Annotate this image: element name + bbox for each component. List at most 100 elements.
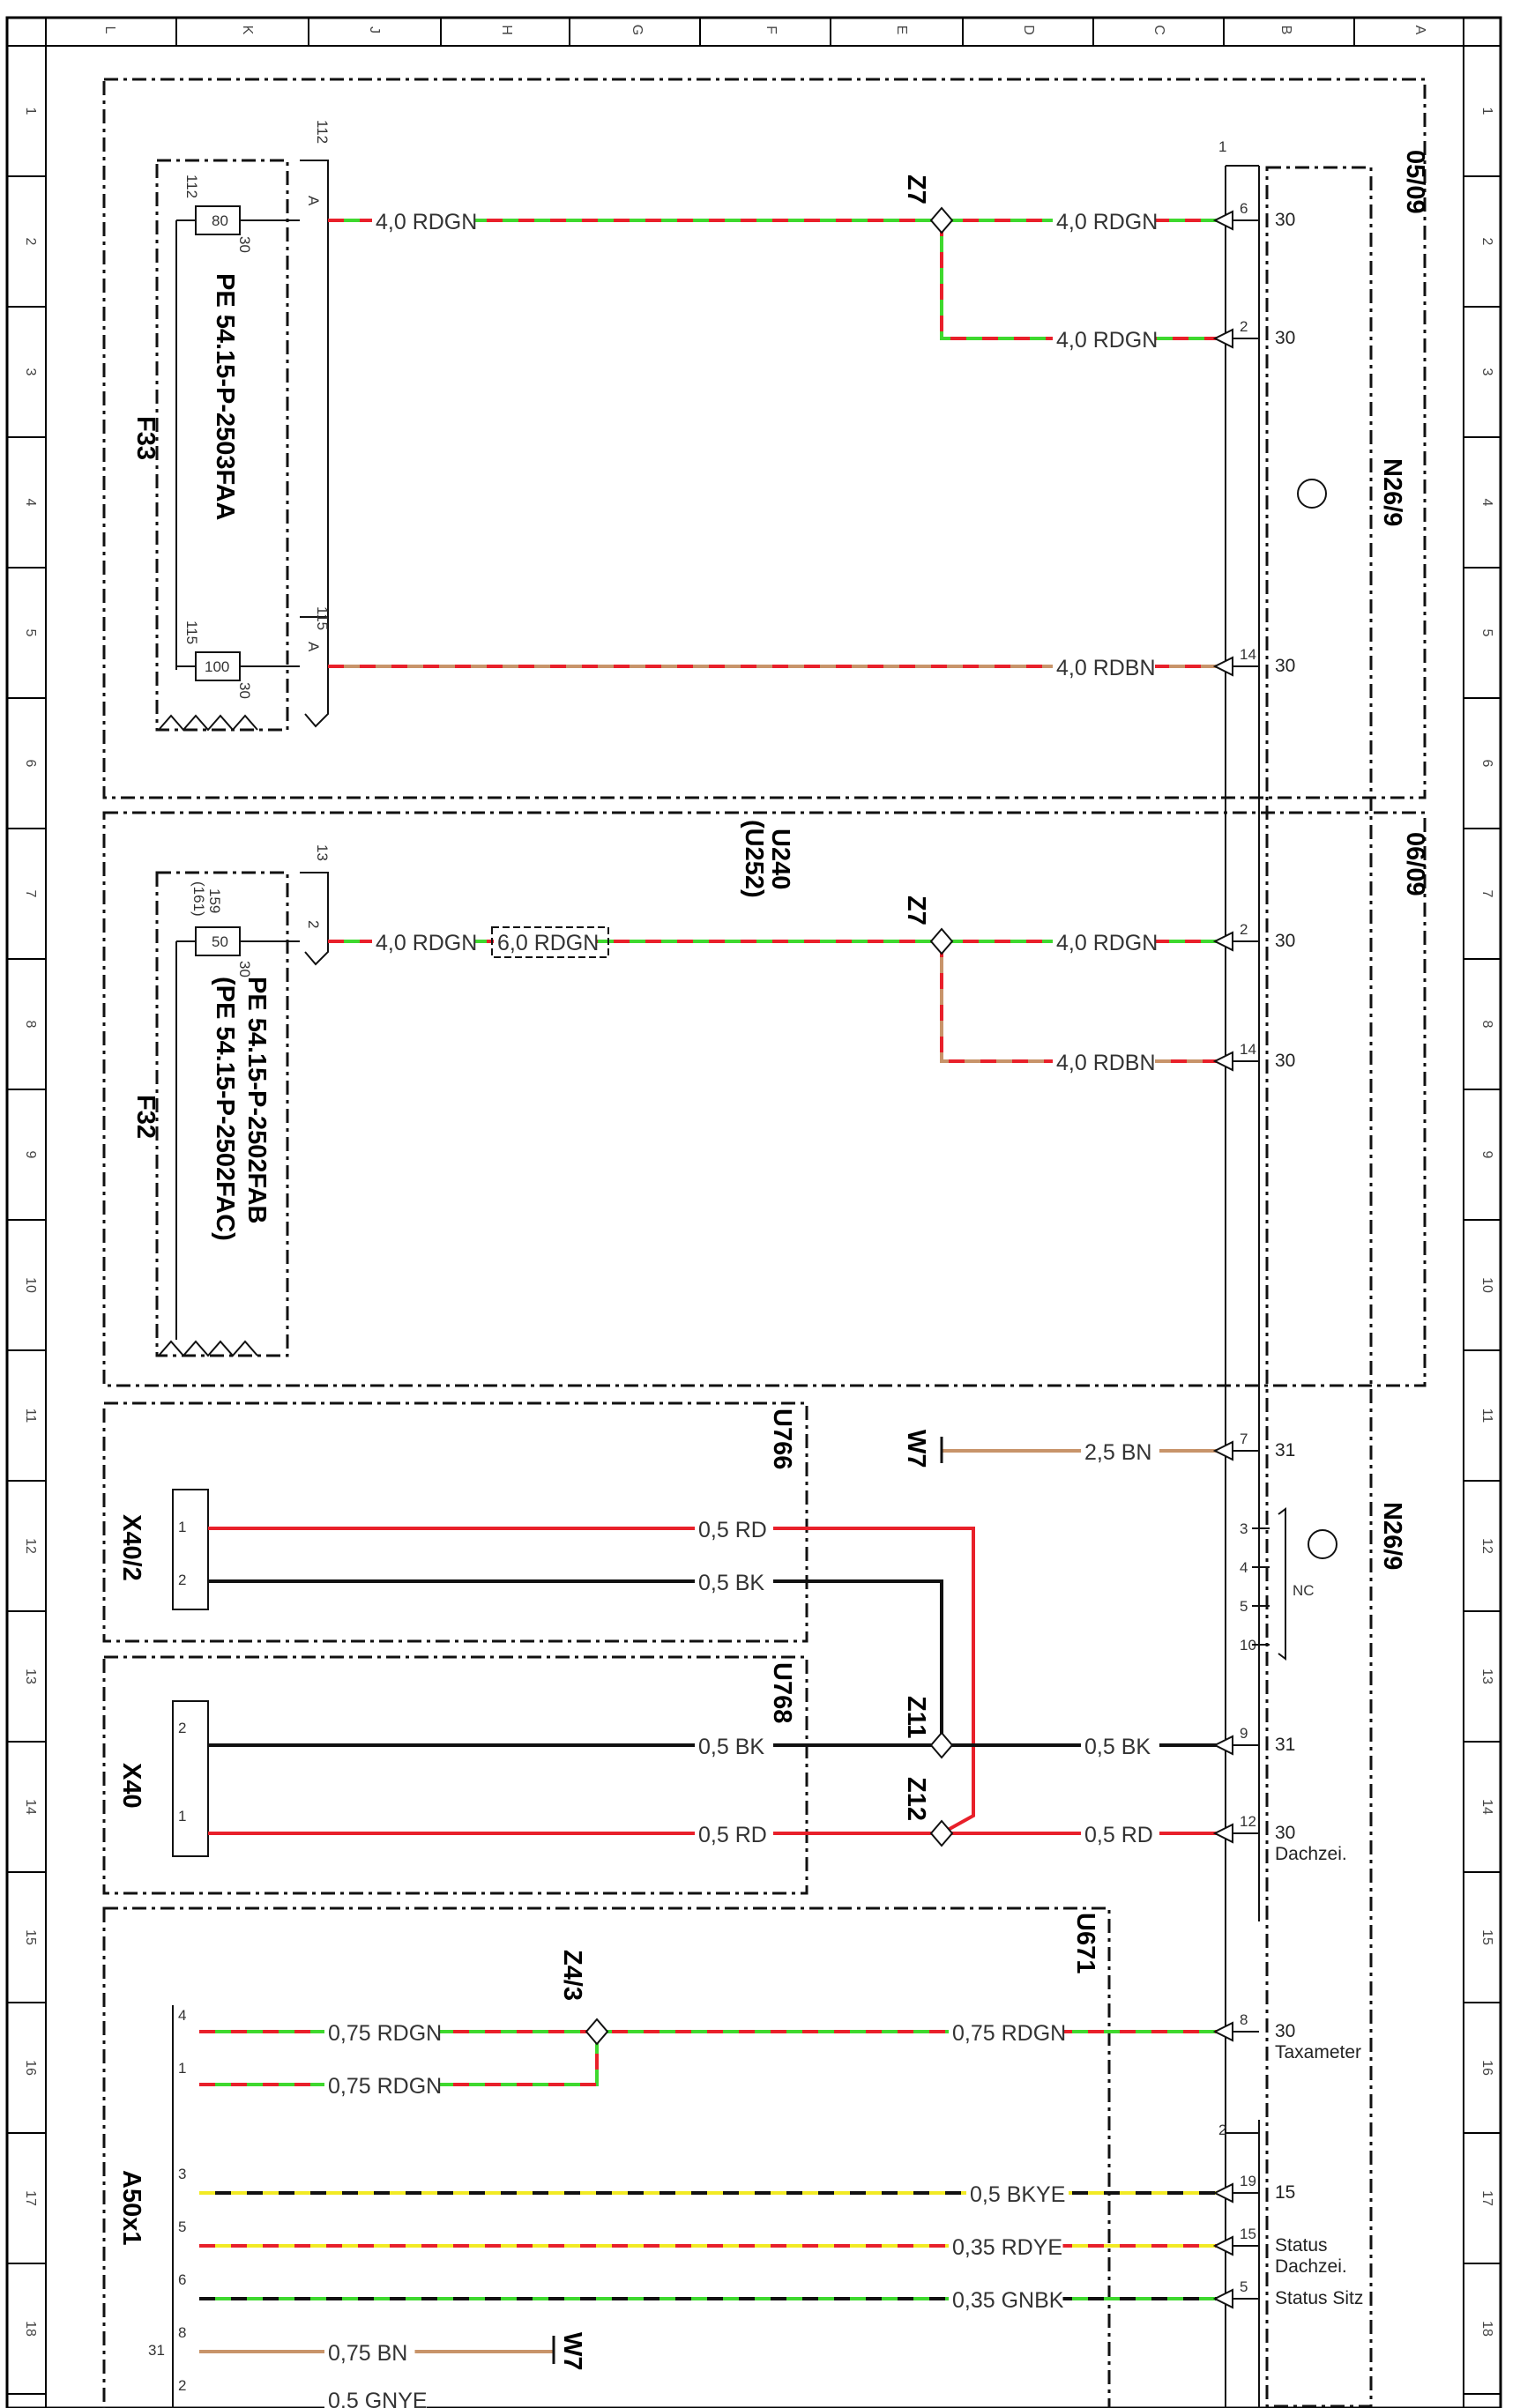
splice-z7b-label: Z7 <box>902 896 930 925</box>
row-number: 16 <box>23 2060 38 2076</box>
fuse-50-pin-in: 159 <box>206 888 223 913</box>
row-number: 13 <box>23 1669 38 1684</box>
splice-z7-lower <box>929 927 954 955</box>
column-letter: F <box>764 26 779 34</box>
module-pin-function: 30 <box>1275 328 1295 348</box>
row-ticks <box>7 45 1501 2395</box>
wire-rd-x40-2 <box>208 1527 975 1835</box>
row-number: 1 <box>1479 108 1494 115</box>
row-number: 18 <box>23 2321 38 2337</box>
module-connector-bodies <box>1225 165 1260 2408</box>
row-number: 15 <box>23 1929 38 1945</box>
row-number: 10 <box>1479 1277 1494 1293</box>
wire-label: 4,0 RDGN <box>1056 328 1158 353</box>
a50x1-pin4: 4 <box>178 2007 186 2024</box>
row-number: 13 <box>1479 1669 1494 1684</box>
fuse-50-pin-out: 30 <box>236 961 253 977</box>
conn-a-bottom: A <box>305 642 322 652</box>
fuse-internals <box>158 160 329 1357</box>
connector-2-label: 2 <box>1218 2122 1226 2138</box>
wire-label: 0,5 GNYE <box>328 2389 428 2408</box>
wire-label: 0,5 RD <box>698 1518 767 1542</box>
module-pin-number: 14 <box>1240 1041 1256 1058</box>
wire-rdgn-2 <box>940 220 1233 340</box>
wire-label: 0,75 RDGN <box>952 2021 1066 2046</box>
ref-13: 13 <box>314 844 331 861</box>
row-number: 7 <box>23 890 38 898</box>
row-number: 17 <box>23 2190 38 2206</box>
row-number: 9 <box>23 1151 38 1159</box>
row-number: 8 <box>23 1021 38 1029</box>
wire-bk-x40-2 <box>208 1579 943 1745</box>
row-number: 12 <box>1479 1538 1494 1554</box>
splice-z7 <box>929 206 954 234</box>
row-number: 11 <box>23 1408 38 1423</box>
text-layer: 05/09 06/09 N26/9 N26/9 1 2 F33 F32 PE 5… <box>117 120 1429 2394</box>
variant-primary: U240 <box>766 829 794 889</box>
fuse-100-pin-in: 115 <box>183 621 200 644</box>
wire-label: 0,5 RD <box>698 1823 767 1847</box>
module-pin-function: Status Sitz <box>1275 2288 1363 2308</box>
wire-label: 0,5 BK <box>698 1735 764 1759</box>
module-pin-function: 30 <box>1275 1823 1295 1843</box>
wire-label: 0,75 RDGN <box>328 2074 442 2099</box>
row-number: 9 <box>1479 1151 1494 1159</box>
page-ref-previous: 05/09 <box>1401 150 1429 214</box>
row-number: 6 <box>1479 760 1494 768</box>
fuse-box-f33 <box>155 159 289 732</box>
nc-pin-number: 3 <box>1240 1520 1248 1537</box>
connector-1-label: 1 <box>1218 138 1226 155</box>
module-pin-number: 7 <box>1240 1431 1248 1447</box>
column-letter: H <box>499 25 514 35</box>
fuse-50 <box>195 926 241 956</box>
nc-pin-number: 10 <box>1240 1637 1256 1654</box>
module-pin-function: 30 <box>1275 1051 1295 1071</box>
row-number: 2 <box>1479 238 1494 246</box>
conn-2: 2 <box>305 920 322 928</box>
wire-label: 0,5 BK <box>698 1571 764 1595</box>
variant-box-u768 <box>102 1655 808 1895</box>
fuse-100-amp: 100 <box>205 658 229 675</box>
module-pin-number: 2 <box>1240 921 1248 938</box>
fuse-100 <box>195 651 241 681</box>
a50x1-pin2: 2 <box>178 2377 186 2394</box>
a50x1-pin8: 8 <box>178 2324 186 2341</box>
row-number: 11 <box>1479 1408 1494 1423</box>
wire-label: 6,0 RDGN <box>497 931 599 955</box>
left-connectors <box>172 1489 209 2408</box>
wire-label: 2,5 BN <box>1084 1440 1151 1465</box>
splices <box>585 206 954 2046</box>
row-number: 18 <box>1479 2321 1494 2337</box>
variant-u671-label: U671 <box>1071 1913 1099 1973</box>
module-pin-function: Status <box>1275 2235 1328 2256</box>
x40-2-pin1: 1 <box>178 1519 186 1535</box>
row-number: 12 <box>23 1538 38 1554</box>
wire-label: 4,0 RDGN <box>376 210 477 234</box>
wire-label: 4,0 RDGN <box>376 931 477 955</box>
connector-x40-2 <box>172 1489 209 1610</box>
wire-label: 4,0 RDGN <box>1056 931 1158 955</box>
module-pins: 630230143023014307319311230Dachzei.830Ta… <box>1212 200 1363 2309</box>
wire-rdbn-2 <box>940 941 1233 1063</box>
column-letter: J <box>367 26 382 33</box>
module-pin-number: 9 <box>1240 1725 1248 1742</box>
a50x1-ground-ref: 31 <box>148 2342 165 2359</box>
splice-z12-label: Z12 <box>902 1777 930 1821</box>
ground-w7-label: W7 <box>902 1430 930 1468</box>
row-number: 5 <box>1479 629 1494 637</box>
connector-x40-label: X40 <box>117 1763 145 1809</box>
splice-z4-3 <box>585 2018 609 2046</box>
fuse-f33-label: F33 <box>131 416 160 460</box>
wire-label: 4,0 RDGN <box>1056 210 1158 234</box>
fuse-50-amp: 50 <box>212 933 228 950</box>
section-box-top <box>102 78 1427 799</box>
ground-symbols <box>552 1437 943 2364</box>
ref-115: 115 <box>314 606 331 630</box>
module-pin-number: 8 <box>1240 2011 1248 2028</box>
wire-label: 0,75 RDGN <box>328 2021 442 2046</box>
row-number: 14 <box>1479 1799 1494 1815</box>
module-name-lower: N26/9 <box>1378 1502 1406 1570</box>
row-number: 7 <box>1479 890 1494 898</box>
row-number: 4 <box>1479 499 1494 507</box>
row-number: 16 <box>1479 2060 1494 2076</box>
